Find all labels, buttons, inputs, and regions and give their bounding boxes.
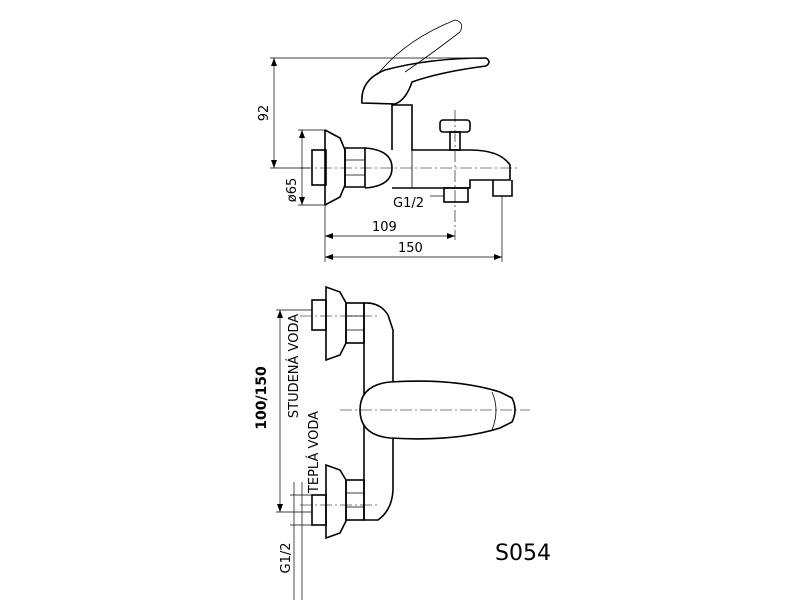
spout (492, 180, 513, 197)
dim-total-length: 150 (398, 241, 423, 256)
outlet-connector (443, 187, 469, 203)
wall-connector (311, 149, 327, 186)
dim-thread-front: G1/2 (279, 543, 294, 574)
lever-raised (376, 19, 463, 76)
dim-height: 92 (257, 105, 272, 122)
side-view: 92 ø65 G1/2 109 150 (257, 19, 520, 262)
dim-spacing: 100/150 (254, 366, 270, 430)
model-code: S054 (495, 541, 551, 566)
dim-spout-offset: 109 (372, 220, 397, 235)
hex-nut (344, 147, 366, 188)
dim-diameter: ø65 (285, 178, 300, 203)
label-cold-water: STUDENÁ VODA (286, 314, 302, 418)
rosette-cold (325, 285, 347, 362)
mixer-body (391, 104, 511, 189)
dim-thread: G1/2 (393, 196, 424, 211)
label-hot-water: TEPLÁ VODA (306, 411, 322, 494)
nut-hot (345, 479, 365, 521)
wall-rosette (324, 129, 346, 206)
lever-handle (361, 57, 490, 105)
nut-cold (345, 302, 365, 344)
rosette-hot (325, 463, 347, 540)
front-view: 100/150 STUDENÁ VODA TEPLÁ VODA G1/2 (254, 285, 530, 600)
